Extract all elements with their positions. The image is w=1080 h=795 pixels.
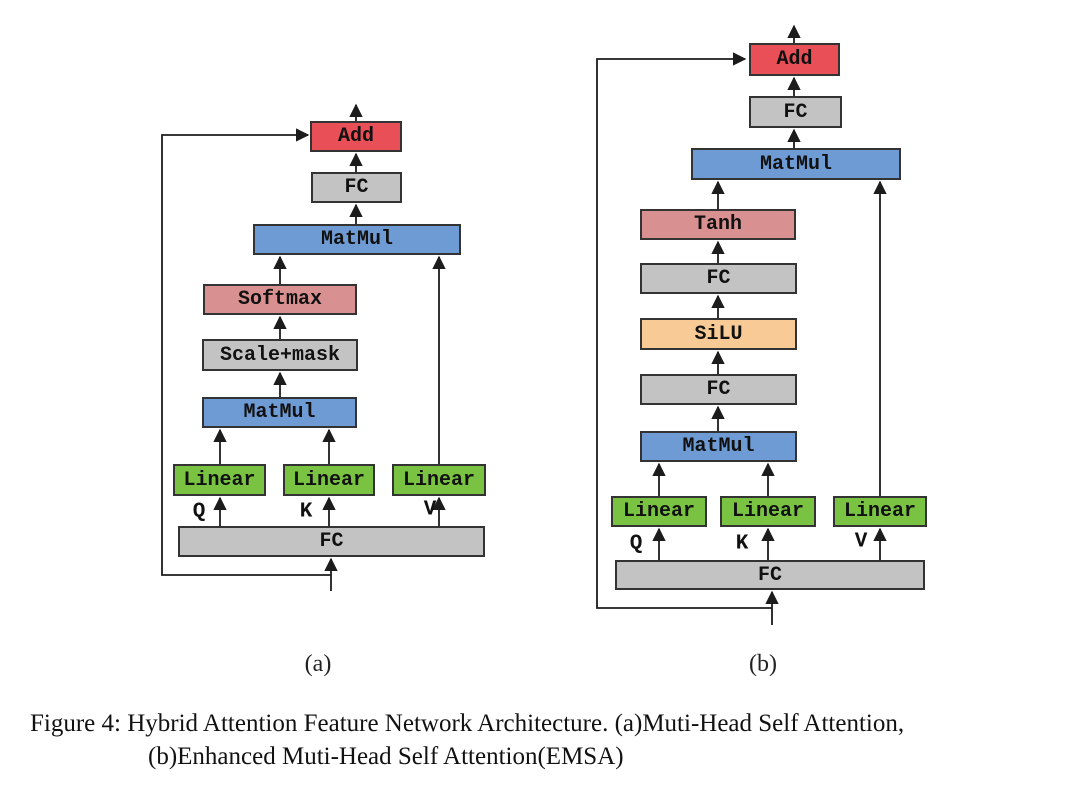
b-label-q: Q	[629, 532, 643, 556]
diagram-b-connectors	[596, 24, 887, 625]
a-label-k: K	[299, 500, 313, 524]
a-linear-q-box: Linear	[173, 464, 266, 496]
a-fc-top-box: FC	[311, 172, 402, 203]
b-fc-bottom-box: FC	[615, 560, 925, 590]
a-label-q: Q	[192, 500, 206, 524]
a-linear-k-box: Linear	[283, 464, 375, 496]
a-fc-bottom-box: FC	[178, 526, 485, 557]
a-linear-v-box: Linear	[392, 464, 486, 496]
b-silu-box: SiLU	[640, 318, 797, 350]
b-label-v: V	[854, 530, 868, 554]
a-skip-connection	[161, 128, 331, 576]
a-matmul-bottom-box: MatMul	[202, 397, 357, 428]
subcaption-b: (b)	[749, 651, 777, 677]
b-linear-k-box: Linear	[720, 496, 816, 527]
b-linear-v-box: Linear	[833, 496, 927, 527]
figure-caption-line1: Figure 4: Hybrid Attention Feature Netwo…	[30, 710, 905, 737]
a-matmul-top-box: MatMul	[253, 224, 461, 255]
b-add-box: Add	[749, 43, 840, 76]
b-fc-upper-box: FC	[640, 263, 797, 294]
b-fc-lower-box: FC	[640, 374, 797, 405]
b-fc-top-box: FC	[749, 96, 842, 128]
diagram-a-connectors	[161, 103, 446, 591]
b-label-k: K	[735, 532, 749, 556]
subcaption-a: (a)	[304, 651, 332, 677]
a-softmax-box: Softmax	[203, 284, 357, 315]
b-tanh-box: Tanh	[640, 209, 796, 240]
a-scale-mask-box: Scale+mask	[202, 339, 358, 371]
b-matmul-bottom-box: MatMul	[640, 431, 797, 462]
b-matmul-top-box: MatMul	[691, 148, 901, 180]
a-add-box: Add	[310, 121, 402, 152]
b-linear-q-box: Linear	[611, 496, 707, 527]
a-label-v: V	[423, 498, 437, 522]
figure-caption-line2: (b)Enhanced Muti-Head Self Attention(EMS…	[148, 743, 624, 770]
b-skip-connection	[596, 52, 772, 609]
